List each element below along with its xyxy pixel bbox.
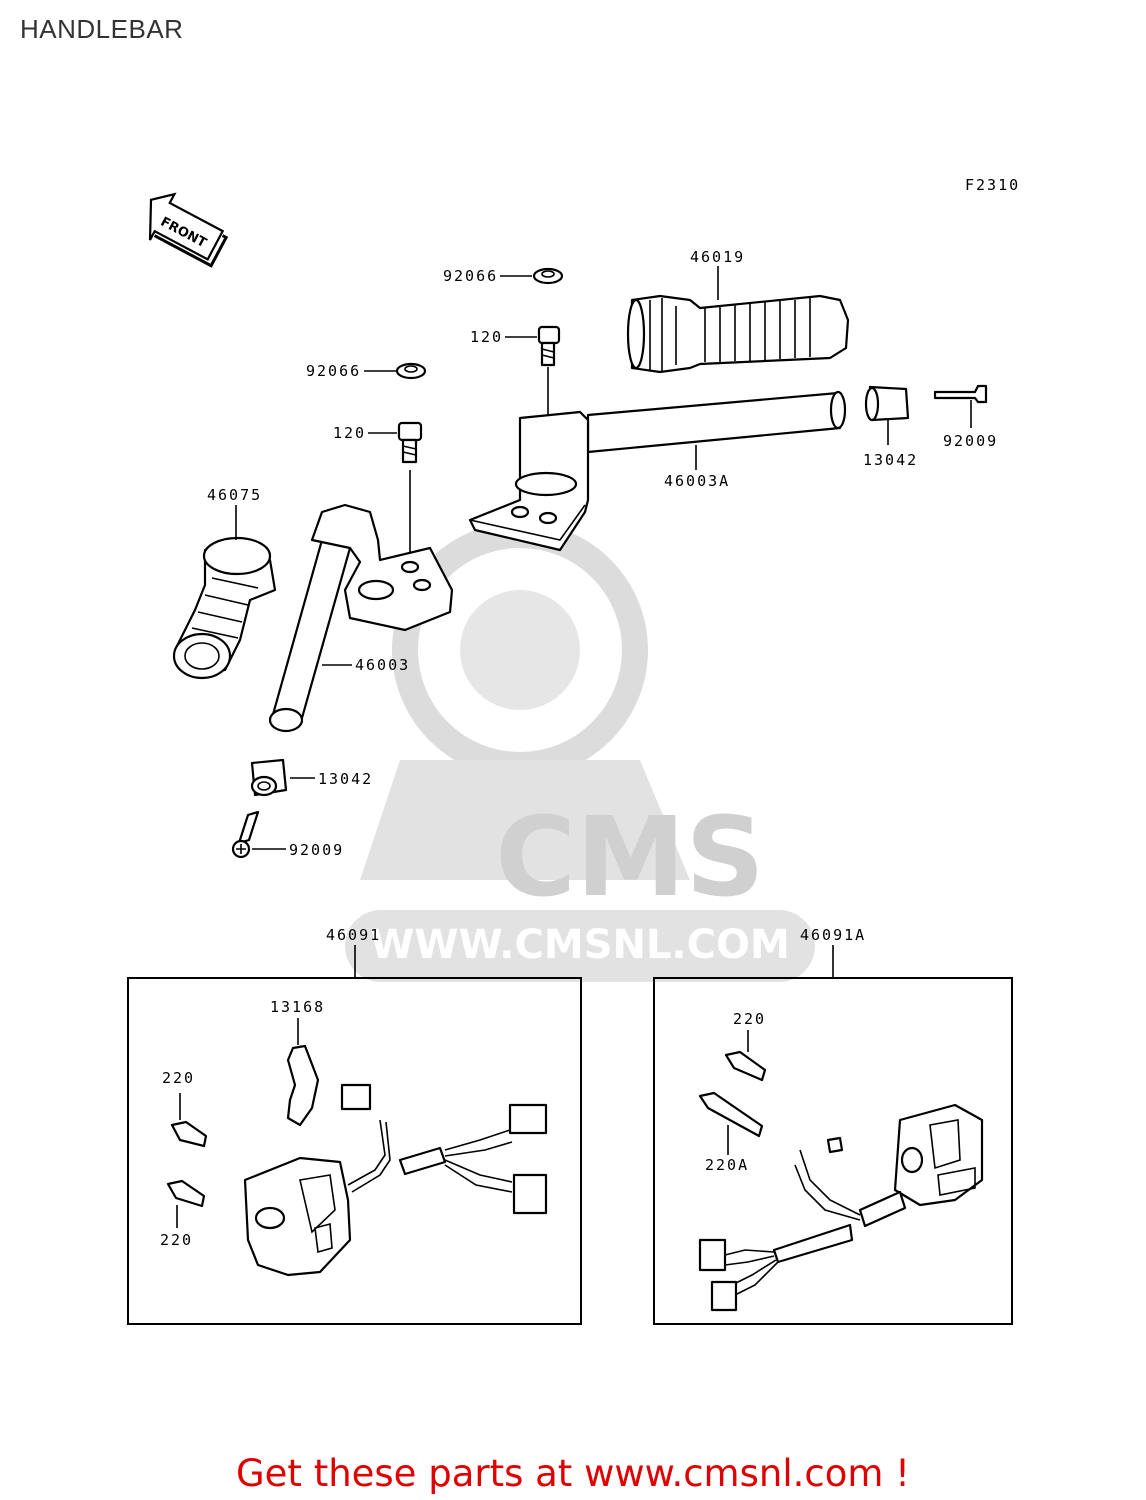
callout-46003A: 46003A xyxy=(664,472,730,490)
callout-46091: 46091 xyxy=(326,926,381,944)
callout-120-mid: 120 xyxy=(333,424,366,442)
front-arrow-icon: FRONT xyxy=(148,192,229,268)
figure-code: F2310 xyxy=(965,176,1020,194)
callout-120-top: 120 xyxy=(470,328,503,346)
callout-13168: 13168 xyxy=(270,998,325,1016)
callout-220-l1: 220 xyxy=(162,1069,195,1087)
page-title: HANDLEBAR xyxy=(20,14,184,44)
callout-92066-top: 92066 xyxy=(443,267,498,285)
handlebar-46003A: 46003A xyxy=(468,390,847,552)
watermark-brand: CMS xyxy=(495,793,764,921)
callout-220-l2: 220 xyxy=(160,1231,193,1249)
switch-assembly-46091: 46091 13168 220 220 xyxy=(127,926,582,1325)
callout-13042-right: 13042 xyxy=(863,451,918,469)
screw-92009-left: 92009 xyxy=(231,810,344,859)
cta-link[interactable]: Get these parts at www.cmsnl.com ! xyxy=(235,1452,910,1495)
cms-watermark: CMS WWW.CMSNL.COM xyxy=(345,522,815,982)
grip-46075: 46075 xyxy=(172,486,277,680)
bolt-120-top: 120 xyxy=(470,325,561,417)
callout-46019: 46019 xyxy=(690,248,745,266)
grip-46019: 46019 xyxy=(626,248,850,374)
callout-220A: 220A xyxy=(705,1156,749,1174)
washer-92066-top: 92066 xyxy=(443,267,564,285)
watermark-url: WWW.CMSNL.COM xyxy=(370,922,790,968)
screw-92009-right: 92009 xyxy=(933,384,998,450)
callout-46003: 46003 xyxy=(355,656,410,674)
switch-assembly-46091A: 46091A 220 220A xyxy=(653,926,1013,1325)
callout-46091A: 46091A xyxy=(800,926,866,944)
bar-end-13042-right: 13042 xyxy=(863,385,918,469)
handlebar-46003: 46003 xyxy=(268,503,454,733)
callout-92066-mid: 92066 xyxy=(306,362,361,380)
callout-46075: 46075 xyxy=(207,486,262,504)
callout-92009-left: 92009 xyxy=(289,841,344,859)
bolt-120-mid: 120 xyxy=(333,421,423,560)
callout-13042-left: 13042 xyxy=(318,770,373,788)
bar-end-13042-left: 13042 xyxy=(250,758,373,797)
callout-220-r1: 220 xyxy=(733,1010,766,1028)
washer-92066-mid: 92066 xyxy=(306,362,427,380)
callout-92009-right: 92009 xyxy=(943,432,998,450)
